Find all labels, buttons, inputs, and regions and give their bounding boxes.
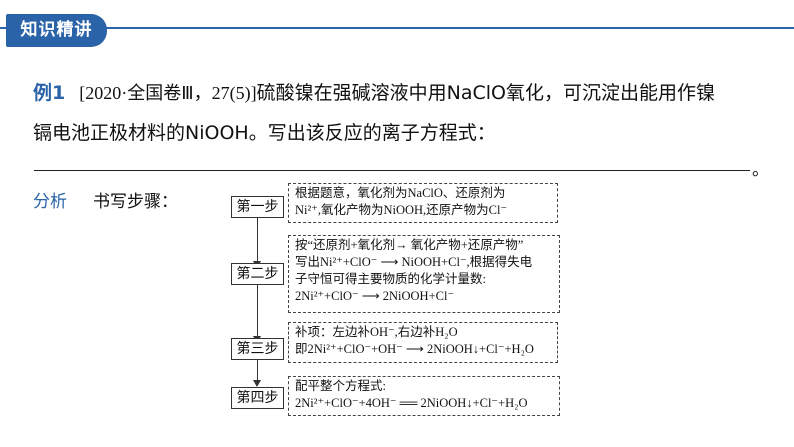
step-2-line: 2Ni²⁺+ClO⁻ ⟶ 2NiOOH+Cl⁻ bbox=[295, 289, 455, 303]
connector-line-3 bbox=[257, 359, 258, 383]
connector-line-2 bbox=[257, 285, 258, 340]
section-badge: 知识精讲 bbox=[6, 14, 107, 47]
section-badge-label: 知识精讲 bbox=[20, 20, 93, 40]
step-1-line: Ni²⁺,氧化产物为NiOOH,还原产物为Cl⁻ bbox=[295, 203, 508, 217]
step-3-content: 补项：左边补OH⁻,右边补H₂O 即2Ni²⁺+ClO⁻+OH⁻ ⟶ 2NiOO… bbox=[288, 322, 558, 363]
step-3-line: 即2Ni²⁺+ClO⁻+OH⁻ ⟶ 2NiOOH↓+Cl⁻+H₂O bbox=[295, 342, 534, 356]
connector-line-1 bbox=[257, 218, 258, 263]
step-3-line: 补项：左边补OH⁻,右边补H₂O bbox=[295, 325, 458, 339]
question-line-2: 镉电池正极材料的NiOOH。写出该反应的离子方程式： bbox=[33, 118, 496, 145]
connector-arrow-3 bbox=[253, 380, 261, 387]
answer-blank-line bbox=[34, 170, 750, 171]
step-1-content: 根据题意，氧化剂为NaClO、还原剂为 Ni²⁺,氧化产物为NiOOH,还原产物… bbox=[288, 183, 558, 223]
question-text-2: 镉电池正极材料的NiOOH。写出该反应的离子方程式： bbox=[33, 122, 496, 144]
step-1-box: 第一步 bbox=[231, 196, 284, 218]
step-2-line: 子守恒可得主要物质的化学计量数: bbox=[295, 272, 486, 286]
step-4-line: 2Ni²⁺+ClO⁻+4OH⁻ ══ 2NiOOH↓+Cl⁻+H₂O bbox=[295, 396, 528, 410]
step-4-line: 配平整个方程式: bbox=[295, 379, 386, 393]
step-4-content: 配平整个方程式: 2Ni²⁺+ClO⁻+4OH⁻ ══ 2NiOOH↓+Cl⁻+… bbox=[288, 376, 560, 416]
step-2-content: 按“还原剂+氧化剂→ 氧化产物+还原产物” 写出Ni²⁺+ClO⁻ ⟶ NiOO… bbox=[288, 235, 560, 313]
steps-title: 书写步骤： bbox=[93, 192, 178, 212]
step-2-line: 写出Ni²⁺+ClO⁻ ⟶ NiOOH+Cl⁻,根据得失电 bbox=[295, 255, 533, 269]
step-4-box: 第四步 bbox=[231, 387, 284, 409]
header-rule bbox=[0, 27, 794, 29]
example-label: 例1 bbox=[33, 82, 66, 104]
step-2-box: 第二步 bbox=[231, 263, 284, 285]
analysis-label: 分析 bbox=[33, 192, 67, 212]
answer-end-mark: 。 bbox=[752, 160, 769, 180]
question-text-1: 硫酸镍在强碱溶液中用NaClO氧化，可沉淀出能用作镍 bbox=[256, 82, 715, 104]
step-2-line: 按“还原剂+氧化剂→ 氧化产物+还原产物” bbox=[295, 238, 524, 252]
step-3-box: 第三步 bbox=[231, 338, 284, 360]
step-1-line: 根据题意，氧化剂为NaClO、还原剂为 bbox=[295, 186, 506, 200]
question-source: [2020·全国卷Ⅲ，27(5)] bbox=[79, 83, 257, 103]
question-line-1: 例1 [2020·全国卷Ⅲ，27(5)]硫酸镍在强碱溶液中用NaClO氧化，可沉淀… bbox=[33, 78, 715, 105]
